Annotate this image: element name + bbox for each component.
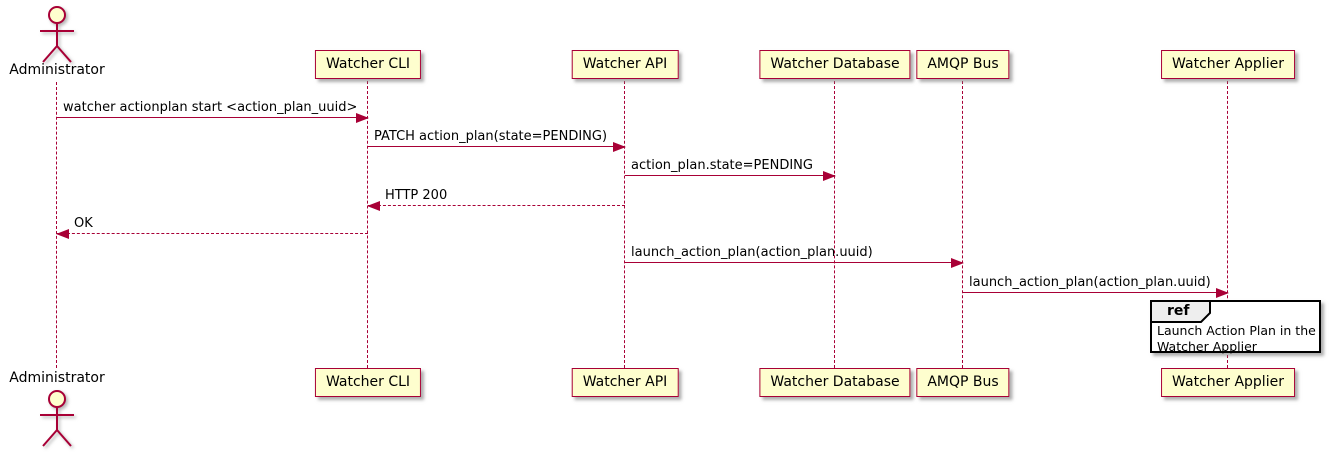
ref-text-line2: Watcher Applier — [1157, 339, 1257, 354]
message-label: action_plan.state=PENDING — [631, 158, 813, 173]
message-launch-action-plan-amqp: launch_action_plan(action_plan.uuid) — [625, 244, 964, 268]
message-action-plan-state: action_plan.state=PENDING — [625, 157, 836, 181]
participant-label: Watcher CLI — [325, 374, 411, 390]
participant-watcher-api-bottom: Watcher API — [571, 368, 679, 397]
participant-amqp-bus-bottom: AMQP Bus — [916, 368, 1010, 397]
actor-label-top: Administrator — [9, 62, 105, 78]
ref-fragment: ref Launch Action Plan in the Watcher Ap… — [1150, 300, 1321, 355]
lifeline-watcher-applier — [1227, 81, 1228, 368]
lifeline-watcher-database — [834, 81, 835, 368]
lifeline-watcher-cli — [367, 81, 368, 368]
participant-watcher-cli-bottom: Watcher CLI — [314, 368, 422, 397]
participant-label: Watcher Applier — [1172, 56, 1284, 72]
ref-tab-icon — [1150, 300, 1211, 323]
participant-label: AMQP Bus — [927, 374, 999, 390]
message-label: launch_action_plan(action_plan.uuid) — [631, 245, 873, 260]
participant-watcher-api-top: Watcher API — [571, 50, 679, 79]
arrowhead-right-icon — [613, 142, 626, 152]
message-ok: OK — [56, 215, 368, 239]
actor-label-bottom: Administrator — [9, 370, 105, 386]
participant-label: AMQP Bus — [927, 56, 999, 72]
participant-watcher-applier-bottom: Watcher Applier — [1161, 368, 1295, 397]
message-actionplan-start: watcher actionplan start <action_plan_uu… — [57, 99, 369, 123]
ref-keyword: ref — [1167, 303, 1190, 319]
arrowhead-right-icon — [823, 171, 836, 181]
ref-text-line1: Launch Action Plan in the — [1157, 323, 1316, 338]
arrowhead-right-icon — [1216, 288, 1229, 298]
participant-watcher-applier-top: Watcher Applier — [1161, 50, 1295, 79]
message-label: launch_action_plan(action_plan.uuid) — [969, 275, 1211, 290]
participant-label: Watcher Applier — [1172, 374, 1284, 390]
participant-label: Watcher API — [582, 374, 668, 390]
participant-amqp-bus-top: AMQP Bus — [916, 50, 1010, 79]
participant-label: Watcher Database — [770, 56, 900, 72]
participant-watcher-database-bottom: Watcher Database — [759, 368, 911, 397]
lifeline-administrator — [56, 82, 57, 368]
participant-watcher-cli-top: Watcher CLI — [314, 50, 422, 79]
lifeline-amqp-bus — [962, 81, 963, 368]
ref-text: Launch Action Plan in the Watcher Applie… — [1157, 323, 1317, 355]
message-launch-action-plan-applier: launch_action_plan(action_plan.uuid) — [963, 274, 1229, 298]
message-http-200: HTTP 200 — [367, 187, 625, 211]
arrowhead-right-icon — [356, 113, 369, 123]
participant-label: Watcher CLI — [325, 56, 411, 72]
message-label: PATCH action_plan(state=PENDING) — [374, 129, 608, 144]
message-label: OK — [74, 216, 93, 231]
message-label: watcher actionplan start <action_plan_uu… — [63, 100, 358, 115]
arrowhead-left-icon — [56, 229, 69, 239]
actor-icon — [40, 6, 74, 63]
arrowhead-left-icon — [367, 201, 380, 211]
participant-label: Watcher API — [582, 56, 668, 72]
lifeline-watcher-api — [624, 81, 625, 368]
participant-watcher-database-top: Watcher Database — [759, 50, 911, 79]
actor-icon — [40, 390, 74, 447]
arrowhead-right-icon — [951, 258, 964, 268]
message-label: HTTP 200 — [385, 188, 448, 203]
message-patch-action-plan: PATCH action_plan(state=PENDING) — [368, 128, 626, 152]
participant-label: Watcher Database — [770, 374, 900, 390]
